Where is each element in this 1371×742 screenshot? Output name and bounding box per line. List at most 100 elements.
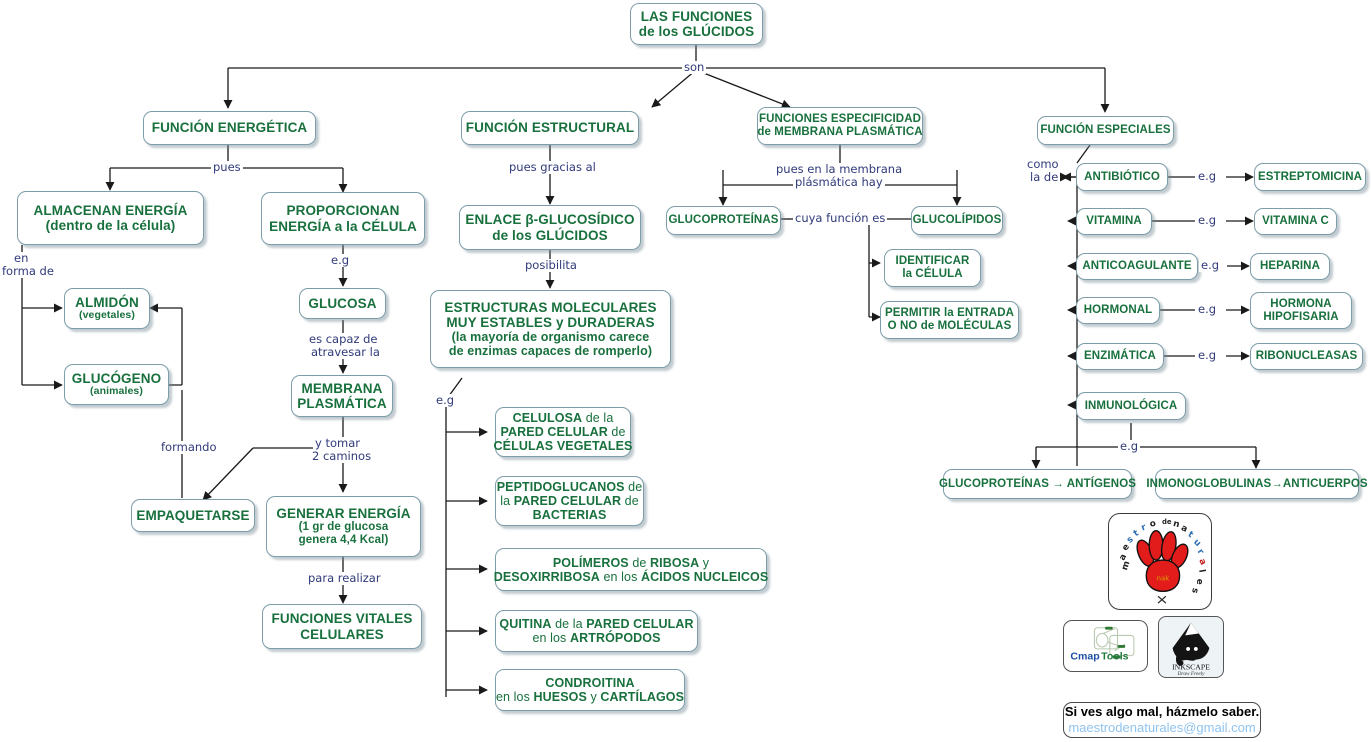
node-peptidoglucanos[interactable]: PEPTIDOGLUCANOS de la PARED CELULAR de B…: [495, 476, 644, 526]
logo-maestro-de-naturales: nak m a e s t r o de n a t u r a l e s: [1108, 513, 1212, 610]
node-estructuras-moleculares[interactable]: ESTRUCTURAS MOLECULARES MUY ESTABLES y D…: [430, 290, 671, 368]
node-membrana-plasmatica[interactable]: MEMBRANA PLASMÁTICA: [291, 375, 393, 417]
node-vitamina-c[interactable]: VITAMINA C: [1254, 208, 1337, 235]
node-generar-energia[interactable]: GENERAR ENERGÍA (1 gr de glucosa genera …: [266, 496, 421, 557]
node-label-f: en los: [599, 569, 641, 584]
node-label: ESTREPTOMICINA: [1257, 170, 1363, 183]
node-label-c: HUESOS: [533, 690, 587, 704]
node-hormonal[interactable]: HORMONAL: [1076, 297, 1160, 324]
node-condroitina[interactable]: CONDROITINA en los HUESOS y CARTÍLAGOS: [495, 669, 685, 711]
node-label-line2: O NO de MOLÉCULAS: [887, 320, 1012, 332]
node-label-c: PARED CELULAR: [500, 425, 608, 439]
node-inmonoglobulinas-anticuerpos[interactable]: INMONOGLOBULINAS→ANTICUERPOS: [1146, 469, 1368, 499]
node-label-line2: MUY ESTABLES y DURADERAS: [446, 315, 655, 330]
node-glucoproteinas[interactable]: GLUCOPROTEÍNAS: [666, 206, 781, 235]
node-glucogeno[interactable]: GLUCÓGENO (animales): [64, 364, 169, 405]
node-vitamina[interactable]: VITAMINA: [1076, 208, 1152, 235]
node-label-line1: IDENTIFICAR: [895, 255, 970, 268]
node-label-line4: de enzimas capaces de romperlo): [448, 344, 653, 359]
node-label: FUNCIÓN ESTRUCTURAL: [465, 120, 635, 136]
node-celulosa[interactable]: CELULOSA de la PARED CELULAR de CÉLULAS …: [494, 407, 632, 457]
node-label-b: de la: [551, 617, 587, 631]
node-label-line2: (vegetales): [79, 309, 135, 322]
node-label: ANTIBIÓTICO: [1084, 170, 1160, 183]
inkscape-tagline: Draw Freely: [1176, 671, 1205, 677]
node-label-line1: ALMIDÓN: [75, 295, 139, 311]
logo-cmaptools: Cmap Tools: [1063, 620, 1148, 672]
node-antibiotico[interactable]: ANTIBIÓTICO: [1076, 163, 1168, 191]
node-almacenan-energia[interactable]: ALMACENAN ENERGÍA (dentro de la célula): [17, 191, 204, 245]
node-label-c: la: [500, 494, 514, 508]
node-label-line2: de MEMBRANA PLASMÁTICA: [757, 126, 923, 138]
edge-label-y-tomar-1: y tomar: [313, 436, 362, 450]
svg-text:a: a: [1118, 552, 1130, 562]
node-funcion-energetica[interactable]: FUNCIÓN ENERGÉTICA: [143, 111, 316, 145]
node-label: ENZIMÁTICA: [1084, 350, 1156, 363]
node-label-line3: (la mayoría de organismo carece: [451, 330, 650, 345]
node-glucosa[interactable]: GLUCOSA: [299, 288, 386, 319]
node-funcion-especiales[interactable]: FUNCIÓN ESPECIALES: [1037, 116, 1174, 145]
node-label: RIBONUCLEASAS: [1255, 350, 1358, 363]
node-ribonucleasas[interactable]: RIBONUCLEASAS: [1250, 343, 1363, 370]
edge-label-eg-hormonal: e.g: [1196, 302, 1219, 316]
node-proporcionan-energia[interactable]: PROPORCIONAN ENERGÍA a la CÉLULA: [261, 192, 425, 245]
edge-label-es-capaz-de-2: atravesar la: [309, 345, 382, 359]
node-label-line1: MEMBRANA: [301, 380, 383, 396]
svg-text:a: a: [1196, 557, 1208, 566]
node-label-b: de la: [582, 411, 614, 425]
node-enlace-beta-glucosidico[interactable]: ENLACE β-GLUCOSÍDICO de los GLÚCIDOS: [459, 205, 641, 250]
node-label-line2: CELULARES: [300, 626, 384, 642]
node-label-d: y: [699, 555, 710, 570]
node-label-e: ARTRÓPODOS: [569, 631, 661, 645]
edge-label-como-1: como: [1025, 157, 1061, 171]
edge-label-posibilita: posibilita: [523, 258, 579, 272]
svg-text:e: e: [1194, 579, 1204, 585]
node-permitir-entrada[interactable]: PERMITIR la ENTRADA O NO de MOLÉCULAS: [880, 301, 1019, 339]
node-label-line1: ENLACE β-GLUCOSÍDICO: [465, 212, 635, 228]
node-label-line1: ALMACENAN ENERGÍA: [33, 202, 188, 218]
node-label: GLUCOLÍPIDOS: [912, 214, 1002, 227]
node-quitina[interactable]: QUITINA de la PARED CELULAR en los ARTRÓ…: [495, 610, 698, 652]
node-hormona-hipofisaria[interactable]: HORMONA HIPOFISARIA: [1250, 292, 1352, 329]
node-funciones-vitales-celulares[interactable]: FUNCIONES VITALES CELULARES: [262, 604, 422, 649]
node-label-c: RIBOSA: [650, 555, 700, 570]
edge-label-pues-gracias-al: pues gracias al: [507, 160, 598, 174]
node-label-g: ÁCIDOS NUCLEICOS: [641, 569, 769, 584]
node-root[interactable]: LAS FUNCIONES de los GLÚCIDOS: [630, 3, 763, 45]
svg-text:l: l: [1196, 569, 1206, 574]
footer-line1: Si ves algo mal, házmelo saber.: [1064, 704, 1260, 720]
node-label-a: CONDROITINA: [545, 676, 635, 690]
node-enzimatica[interactable]: ENZIMÁTICA: [1076, 343, 1164, 370]
node-polimeros[interactable]: POLÍMEROS de RIBOSA y DESOXIRRIBOSA en l…: [493, 548, 769, 591]
node-label: VITAMINA: [1086, 215, 1142, 228]
svg-text:n: n: [1172, 519, 1180, 530]
inkscape-label: INKSCAPE: [1172, 662, 1210, 671]
svg-text:s: s: [1189, 587, 1200, 595]
edge-label-eg-anticoagulante: e.g: [1199, 258, 1222, 272]
node-glucolipidos[interactable]: GLUCOLÍPIDOS: [911, 206, 1003, 235]
node-label: HEPARINA: [1259, 260, 1320, 273]
node-inmunologica[interactable]: INMUNOLÓGICA: [1076, 392, 1186, 420]
node-empaquetarse[interactable]: EMPAQUETARSE: [131, 499, 255, 532]
node-identificar-la-celula[interactable]: IDENTIFICAR la CÉLULA: [884, 249, 981, 287]
node-estreptomicina[interactable]: ESTREPTOMICINA: [1254, 163, 1366, 191]
edge-label-pues: pues: [211, 160, 243, 174]
footer-email: maestrodenaturales@gmail.com: [1068, 720, 1256, 735]
edge-label-formando: formando: [159, 440, 219, 454]
node-anticoagulante[interactable]: ANTICOAGULANTE: [1076, 253, 1198, 280]
node-label-d: en los: [532, 631, 570, 645]
edge-label-cuya-funcion-es: cuya función es: [793, 211, 888, 225]
node-label-e: DESOXIRRIBOSA: [493, 569, 600, 584]
edge-label-pues-en-la-membrana-1: pues en la membrana: [774, 162, 905, 176]
node-label: GLUCOPROTEÍNAS → ANTÍGENOS: [938, 477, 1137, 490]
edge-label-y-tomar-2: 2 caminos: [310, 449, 374, 463]
node-heparina[interactable]: HEPARINA: [1250, 253, 1330, 280]
node-funcion-estructural[interactable]: FUNCIÓN ESTRUCTURAL: [461, 111, 639, 145]
node-label-a: PEPTIDOGLUCANOS: [496, 480, 625, 494]
node-almidon[interactable]: ALMIDÓN (vegetales): [64, 288, 150, 329]
node-glucoproteinas-antigenos[interactable]: GLUCOPROTEÍNAS → ANTÍGENOS: [939, 469, 1136, 499]
node-label-line2: (animales): [90, 385, 143, 398]
node-funciones-especificidad[interactable]: FUNCIONES ESPECIFICIDAD de MEMBRANA PLAS…: [757, 107, 923, 145]
edge-label-para-realizar: para realizar: [306, 571, 383, 585]
edge-label-son: son: [682, 60, 707, 74]
